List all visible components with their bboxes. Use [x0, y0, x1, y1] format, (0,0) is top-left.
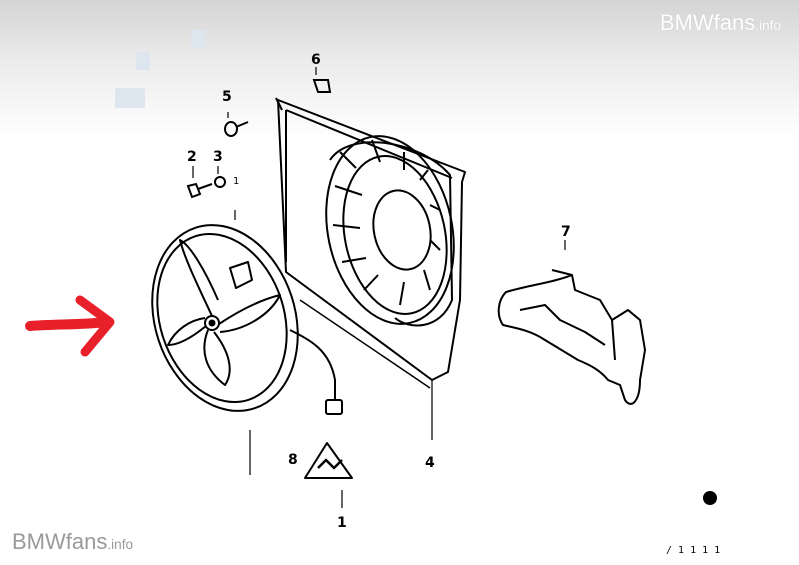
- watermark-bottom: BMWfans.info: [12, 529, 134, 554]
- diagram-code: / 1 1 1 1: [666, 545, 720, 556]
- warning-label-part-8: [304, 442, 353, 508]
- decor-square: [136, 52, 150, 70]
- decor-square: [191, 30, 205, 48]
- callout-4: 4: [425, 455, 435, 471]
- callout-3-sub: 1: [233, 176, 239, 187]
- fan-assembly: [151, 210, 343, 475]
- callout-3: 3: [213, 149, 223, 165]
- callout-8: 8: [288, 452, 298, 468]
- callout-2: 2: [187, 149, 197, 165]
- watermark-top: BMWfans.info: [659, 10, 781, 35]
- callout-7: 7: [561, 224, 571, 240]
- air-duct-part-7: [497, 240, 646, 405]
- red-arrow-icon: [25, 295, 115, 357]
- callout-5: 5: [222, 89, 232, 105]
- fan-shroud: [275, 97, 466, 440]
- nut-part-3: [214, 166, 226, 188]
- clip-part-6: [312, 67, 332, 93]
- header-gradient: [0, 0, 799, 140]
- screw-part-5: [224, 112, 249, 137]
- bullet-dot: [703, 491, 717, 505]
- callout-1: 1: [337, 515, 347, 531]
- decor-square: [115, 88, 145, 108]
- screw-part-2: [186, 166, 213, 199]
- callout-6: 6: [311, 52, 321, 68]
